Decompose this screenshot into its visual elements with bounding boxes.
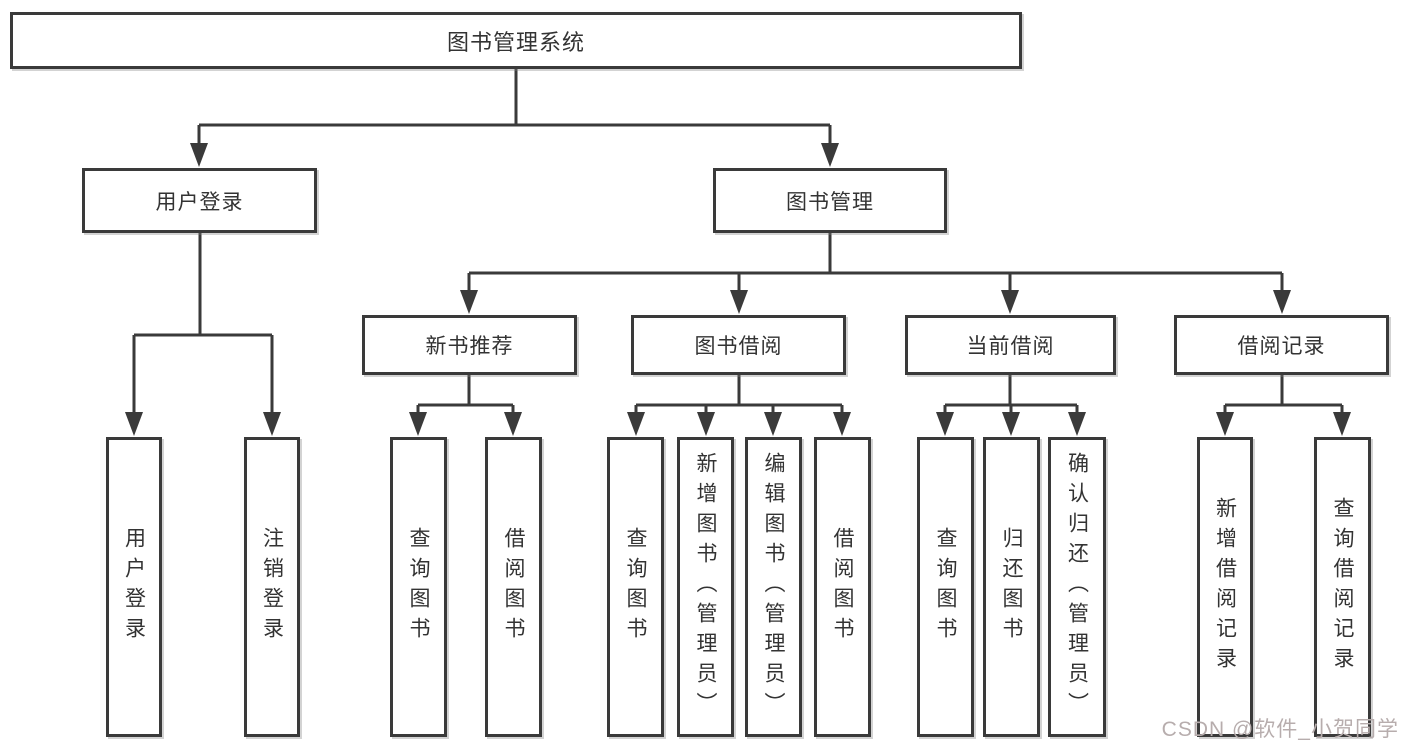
leaf-bb-add-books: 新增图书（管理员） <box>677 437 734 737</box>
leaf-nb-borrow-books-label: 借阅图书 <box>502 527 525 647</box>
leaf-logout-label: 注销登录 <box>260 527 284 647</box>
leaf-cb-confirm-return-label: 确认归还（管理员） <box>1065 452 1089 722</box>
leaf-br-add-record: 新增借阅记录 <box>1197 437 1253 737</box>
leaf-bb-borrow-books: 借阅图书 <box>814 437 871 737</box>
node-system-root: 图书管理系统 <box>10 12 1022 69</box>
leaf-bb-query-books-label: 查询图书 <box>624 527 647 647</box>
leaf-user-login-label: 用户登录 <box>122 527 146 647</box>
leaf-bb-edit-books-label: 编辑图书（管理员） <box>762 452 785 722</box>
leaf-bb-borrow-books-label: 借阅图书 <box>831 527 854 647</box>
leaf-bb-edit-books: 编辑图书（管理员） <box>745 437 802 737</box>
leaf-cb-query-books: 查询图书 <box>917 437 974 737</box>
node-book-management-label: 图书管理 <box>786 190 874 214</box>
leaf-br-query-record-label: 查询借阅记录 <box>1331 497 1354 677</box>
leaf-cb-return-books-label: 归还图书 <box>1000 527 1023 647</box>
leaf-bb-add-books-label: 新增图书（管理员） <box>694 452 717 722</box>
node-user-login: 用户登录 <box>82 168 317 233</box>
leaf-cb-query-books-label: 查询图书 <box>934 527 957 647</box>
node-current-borrow: 当前借阅 <box>905 315 1116 375</box>
node-book-borrow: 图书借阅 <box>631 315 846 375</box>
leaf-cb-return-books: 归还图书 <box>983 437 1040 737</box>
csdn-watermark: CSDN @软件_小贺同学 <box>1161 718 1399 741</box>
node-current-borrow-label: 当前借阅 <box>966 335 1055 358</box>
leaf-nb-query-books-label: 查询图书 <box>407 527 430 647</box>
leaf-nb-query-books: 查询图书 <box>390 437 447 737</box>
node-user-login-label: 用户登录 <box>155 190 244 214</box>
node-new-book-recommend-label: 新书推荐 <box>425 335 514 358</box>
leaf-bb-query-books: 查询图书 <box>607 437 664 737</box>
node-book-management: 图书管理 <box>713 168 947 233</box>
node-borrow-records-label: 借阅记录 <box>1237 335 1326 358</box>
leaf-br-add-record-label: 新增借阅记录 <box>1213 497 1237 677</box>
node-book-borrow-label: 图书借阅 <box>694 335 783 358</box>
leaf-cb-confirm-return: 确认归还（管理员） <box>1048 437 1106 737</box>
leaf-nb-borrow-books: 借阅图书 <box>485 437 542 737</box>
node-borrow-records: 借阅记录 <box>1174 315 1389 375</box>
node-new-book-recommend: 新书推荐 <box>362 315 577 375</box>
leaf-logout: 注销登录 <box>244 437 300 737</box>
node-system-root-label: 图书管理系统 <box>446 29 585 55</box>
leaf-br-query-record: 查询借阅记录 <box>1314 437 1371 737</box>
leaf-user-login: 用户登录 <box>106 437 162 737</box>
